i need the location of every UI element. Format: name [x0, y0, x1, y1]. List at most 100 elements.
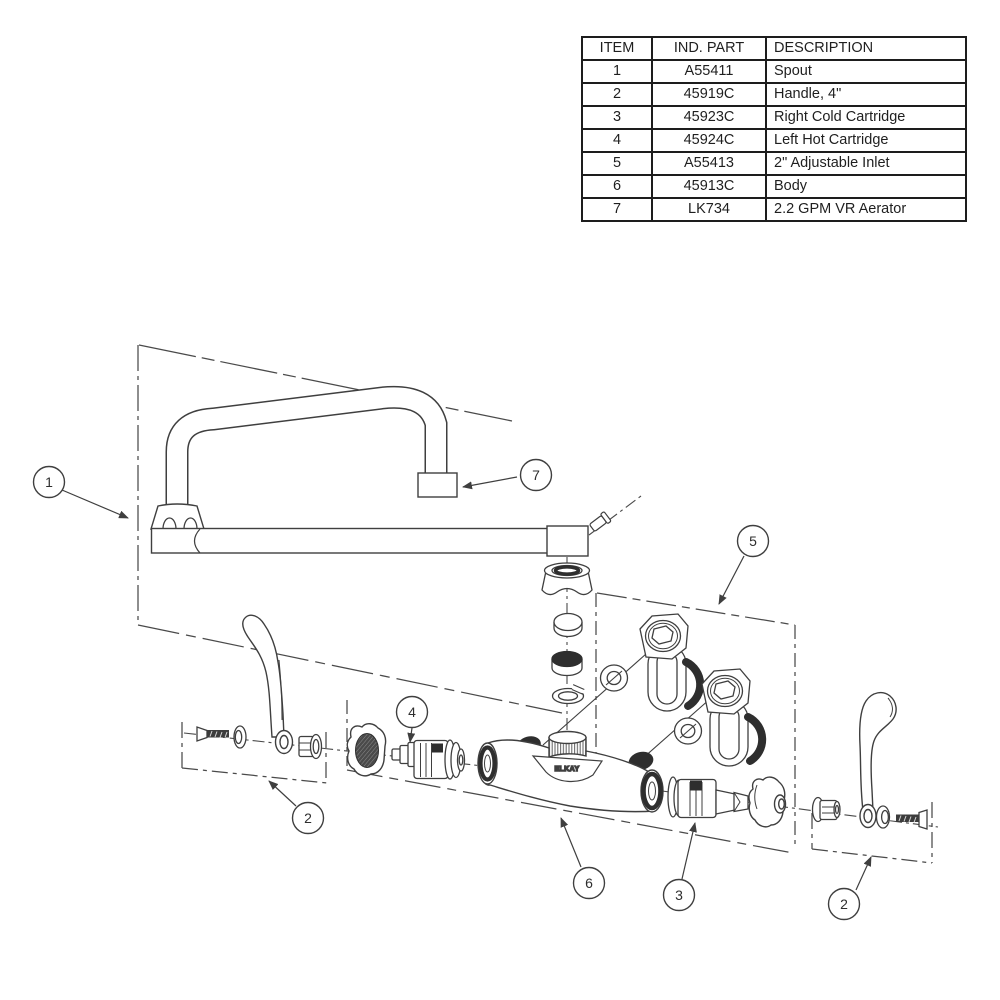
- callout-2-left-leader: [268, 780, 297, 807]
- cell-item: 3: [581, 105, 653, 130]
- left-knob-knurled-face: [355, 733, 379, 768]
- cell-item: 1: [581, 59, 653, 84]
- phantom-boundary-lines: [137, 344, 933, 864]
- cell-item: 5: [581, 151, 653, 176]
- cell-part: 45924C: [651, 128, 767, 153]
- callout-5: 5: [736, 524, 770, 558]
- spout-base-nut-scallops: [162, 517, 198, 530]
- body-brand-badge: [531, 755, 604, 782]
- cell-item: 2: [581, 82, 653, 107]
- right-handle-screw: [896, 809, 928, 830]
- cell-item: 6: [581, 174, 653, 199]
- callout-4: 4: [395, 695, 429, 729]
- center-region-bottom-line: [346, 769, 794, 854]
- svg-text:4: 4: [408, 704, 416, 720]
- spout-swing-phantom-line: [138, 344, 513, 422]
- callout-7-leader: [462, 476, 518, 490]
- callout-7: 7: [519, 458, 553, 492]
- left-handle-adapter: [298, 733, 323, 760]
- callout-balloons: 1 7 5 2 4 6 3: [32, 458, 861, 921]
- cell-desc: Spout: [765, 59, 967, 84]
- adjustable-inlet-2: [702, 669, 762, 766]
- left-bonnet-knob: [346, 723, 387, 777]
- callout-4-leader: [407, 727, 416, 743]
- cell-item: 4: [581, 128, 653, 153]
- right-wrist-handle: [858, 691, 897, 829]
- swivel-nut-threads: [553, 565, 581, 576]
- cell-desc: 2" Adjustable Inlet: [765, 151, 967, 176]
- callout-2-right: 2: [827, 887, 861, 921]
- svg-text:1: 1: [45, 474, 53, 490]
- column-header-item: ITEM: [581, 36, 653, 61]
- callout-leaders: [61, 476, 872, 891]
- cell-part: A55413: [651, 151, 767, 176]
- packing-washer-top: [551, 650, 583, 668]
- cell-desc: Right Cold Cartridge: [765, 105, 967, 130]
- svg-text:2: 2: [840, 896, 848, 912]
- aerator: [417, 472, 458, 498]
- callout-6: 6: [572, 866, 606, 900]
- inlet-region-top-line: [596, 592, 796, 626]
- body-top-thread-face: [548, 730, 587, 745]
- left-handle-washer: [233, 725, 247, 749]
- cell-desc: Handle, 4": [765, 82, 967, 107]
- inlet-1-axis: [542, 653, 647, 746]
- callout-1-leader: [61, 489, 129, 519]
- adjustable-inlet: [639, 613, 705, 712]
- cell-part: 45913C: [651, 174, 767, 199]
- svg-text:7: 7: [532, 467, 540, 483]
- cell-desc: Left Hot Cartridge: [765, 128, 967, 153]
- cell-part: 45919C: [651, 82, 767, 107]
- right-bonnet-knob: [748, 776, 787, 828]
- cell-desc: Body: [765, 174, 967, 199]
- callout-2-left: 2: [291, 801, 325, 835]
- callout-5-leader: [718, 555, 745, 605]
- svg-text:6: 6: [585, 875, 593, 891]
- callout-3-leader: [681, 822, 697, 880]
- body-brand-label: ELKAY: [554, 766, 579, 773]
- cell-desc: 2.2 GPM VR Aerator: [765, 197, 967, 222]
- spout-mounting-stack: [541, 562, 593, 705]
- callout-2-right-leader: [855, 856, 872, 891]
- spout-shank-tube: [150, 527, 552, 554]
- callout-6-leader: [560, 817, 582, 868]
- cell-part: A55411: [651, 59, 767, 84]
- set-screw: [589, 511, 612, 532]
- right-handle-adapter: [811, 796, 841, 823]
- cell-part: 45923C: [651, 105, 767, 130]
- left-hot-cartridge: [391, 739, 466, 780]
- cell-item: 7: [581, 197, 653, 222]
- spout-shank-end-fitting: [546, 525, 589, 557]
- center-region-top-line: [137, 624, 563, 714]
- callout-1: 1: [32, 465, 66, 499]
- slip-ring-top: [553, 612, 583, 632]
- spout-assembly: [150, 385, 612, 557]
- left-handle-region-boundary: [181, 722, 328, 784]
- left-handle-screw: [196, 726, 229, 742]
- right-handle-washer: [875, 805, 891, 829]
- column-header-description: DESCRIPTION: [765, 36, 967, 61]
- svg-text:5: 5: [749, 533, 757, 549]
- table-header-row: ITEM IND. PART DESCRIPTION: [581, 36, 967, 61]
- spout-gooseneck-fill: [167, 387, 446, 508]
- adjustable-inlet-group: [599, 613, 763, 766]
- left-wrist-handle: [242, 614, 294, 755]
- cell-part: LK734: [651, 197, 767, 222]
- svg-text:2: 2: [304, 810, 312, 826]
- callout-3: 3: [662, 878, 696, 912]
- spout-shank-break-curve: [193, 528, 201, 554]
- column-header-ind-part: IND. PART: [651, 36, 767, 61]
- svg-text:3: 3: [675, 887, 683, 903]
- right-cold-cartridge: [667, 776, 749, 819]
- faucet-body: ELKAY: [477, 730, 664, 813]
